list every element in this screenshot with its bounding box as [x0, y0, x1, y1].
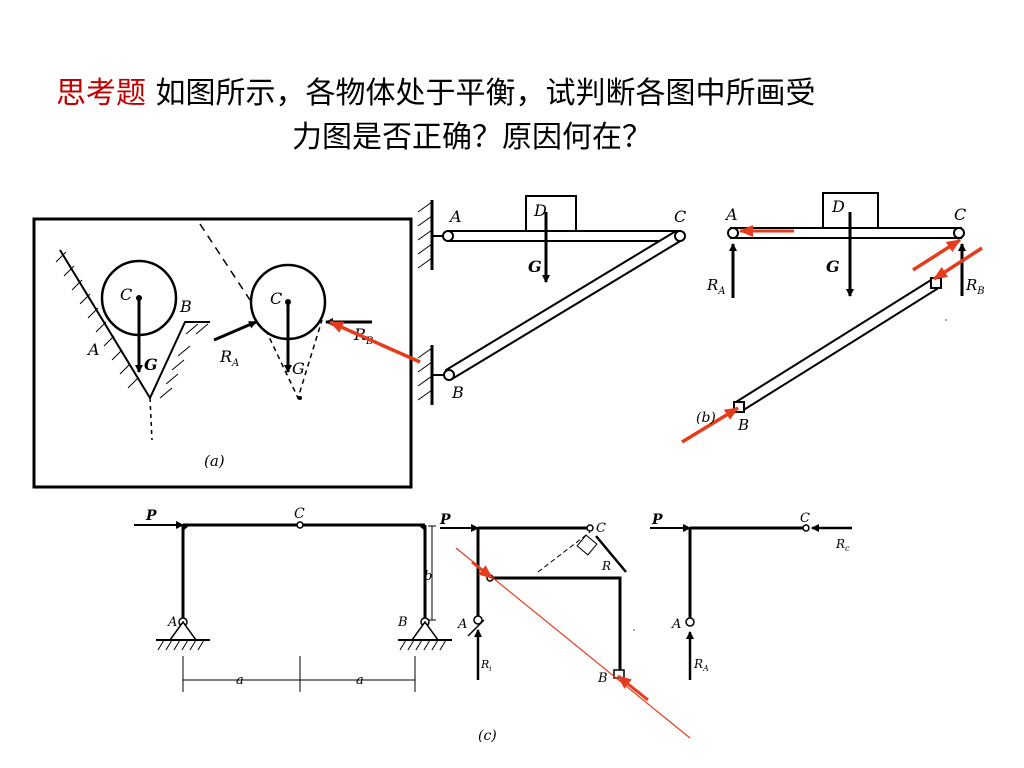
red-arrow-b-B	[681, 406, 739, 444]
figure-c-left: P C b A B a a (c)	[134, 506, 497, 744]
label-a-left-A: A	[86, 340, 100, 359]
label-b-RB: RB	[965, 276, 985, 297]
label-b-RA: RA	[706, 276, 726, 297]
label-frame-B: B	[451, 383, 464, 402]
label-b-A: A	[724, 205, 738, 224]
label-c-right-Rc: Rc	[835, 537, 850, 553]
slide-title: 思考题 如图所示，各物体处于平衡，试判断各图中所画受 力图是否正确？原因何在？	[56, 72, 956, 160]
label-c-left-A: A	[167, 615, 177, 630]
label-c-mid-B: B	[597, 671, 608, 686]
label-frame-G: G	[528, 257, 542, 276]
figure-a-frame	[32, 217, 413, 489]
label-a-right-RA: RA	[219, 347, 239, 369]
label-a-right-C: C	[270, 289, 282, 308]
red-arrow-a	[329, 320, 421, 364]
label-frame-A: A	[448, 207, 462, 226]
figure-b: A D C G RA RB (b) B	[681, 192, 985, 444]
label-c-right-RA: RA	[693, 657, 709, 673]
label-b-C: C	[954, 205, 966, 224]
caption-c: (c)	[478, 728, 497, 744]
red-arrow-c-bottom	[617, 674, 649, 702]
label-c-right-C: C	[800, 511, 810, 526]
red-arrow-c-top	[471, 560, 493, 580]
label-c-left-B: B	[397, 615, 408, 630]
label-c-mid-Ri: Ri	[480, 658, 492, 673]
title-line1: 如图所示，各物体处于平衡，试判断各图中所画受	[155, 76, 816, 111]
label-frame-C: C	[674, 207, 686, 226]
label-c-left-P: P	[145, 508, 157, 524]
label-c-mid-R: R	[601, 559, 611, 573]
label-a-left-B: B	[179, 297, 192, 316]
label-c-left-a2: a	[356, 673, 364, 688]
label-a-left-G: G	[144, 355, 158, 374]
title-highlight: 思考题	[56, 76, 146, 111]
red-arrow-b-rod	[933, 246, 983, 281]
figure-a: C B A G C RA RB G (a)	[32, 217, 421, 489]
label-c-right-P: P	[651, 512, 663, 528]
red-line-c	[455, 547, 691, 739]
title-line2: 力图是否正确？原因何在？	[292, 120, 652, 155]
figure-c-right: P C Rc A RA	[650, 511, 852, 680]
label-c-left-a1: a	[236, 673, 244, 688]
label-a-right-G: G	[292, 359, 305, 378]
red-arrow-b-C	[912, 238, 961, 272]
label-b-B: B	[737, 416, 749, 434]
label-c-mid-P: P	[439, 512, 451, 528]
label-c-left-C: C	[294, 506, 305, 522]
figure-a-right: C RA RB G	[199, 223, 373, 401]
label-a-left-C: C	[120, 285, 132, 304]
figure-c-middle: P C R A B Ri	[439, 512, 691, 739]
figure-frame: A D C G B	[417, 195, 686, 405]
label-c-right-A: A	[671, 617, 681, 632]
caption-a: (a)	[204, 452, 225, 470]
figure-a-left: C B A G	[55, 249, 210, 441]
label-frame-D: D	[533, 201, 547, 220]
label-c-left-b: b	[424, 569, 432, 584]
label-c-mid-C: C	[596, 521, 606, 536]
label-c-mid-A: A	[457, 617, 467, 632]
label-b-D: D	[831, 197, 845, 216]
label-b-G: G	[826, 257, 840, 276]
caption-b: (b)	[696, 410, 716, 426]
